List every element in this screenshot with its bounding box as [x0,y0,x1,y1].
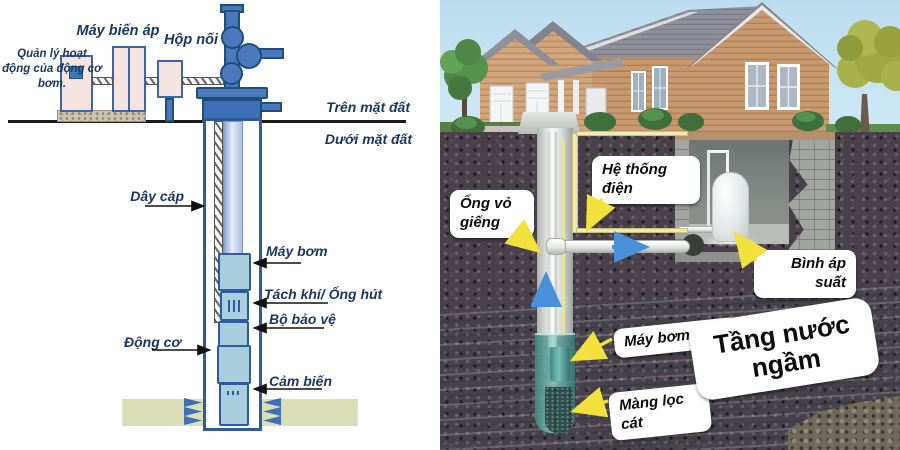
label-pump: Máy bơm [266,243,328,259]
separator-slot [238,300,240,312]
controller-window [69,66,83,79]
window-main-2 [652,66,668,110]
label-transformer: Máy biến áp [76,23,160,39]
pump-bracket [545,355,550,371]
label-air-separator: Tách khí/ Ống hút [264,286,383,302]
label-motor: Động cơ [124,334,181,350]
label-sensor: Cảm biến [269,373,333,389]
power-cable-run [145,77,158,85]
label-cable: Dây cáp [130,188,184,204]
label-above-ground: Trên mặt đất [326,99,410,115]
callout-well-casing: Ống vỏ giếng [450,190,534,238]
electrical-conduit-top [576,131,688,136]
main-roof [532,6,764,66]
well-flange-nub [260,102,282,112]
sensor-dot [237,391,239,395]
power-cable-run [182,77,224,85]
window-gable-1 [745,62,769,110]
house-illustration [440,2,900,140]
well-casing-schematic [203,118,262,431]
porch-post-1 [558,80,564,116]
schematic-panel: Quản lý hoạt động của động cơ bơm. Máy b… [0,0,440,450]
basement-sill [675,132,835,140]
tank-pipe-down [707,150,710,230]
inner-power-cable [562,140,565,336]
front-door [585,87,607,117]
drop-pipe [223,121,243,255]
equipment-pad [57,110,146,122]
sand-filter-screen [545,387,573,433]
water-supply-pipe [552,240,690,253]
label-below-ground: Dưới mặt đất [324,131,412,147]
junction-stem [165,98,174,122]
transformer-box [112,46,146,112]
sensor-dot [227,391,229,395]
valve-ball-top [221,26,244,49]
sensor-dot [232,391,234,395]
separator-slot [228,300,230,312]
protector-unit [218,321,249,347]
callout-electrical-system: Hệ thống điện [592,156,700,204]
callout-pressure-tank: Bình áp suất [754,250,856,298]
electrical-conduit-bottom [576,228,688,233]
valve-ball-middle [236,43,262,69]
porch-roof [540,58,624,81]
power-cable-run [92,77,113,85]
left-tree [440,39,488,134]
air-separator-unit [220,291,249,321]
pump-unit [218,253,251,291]
window-main-1 [631,71,646,112]
right-tree [837,20,900,136]
label-protector: Bộ bảo vệ [269,311,336,327]
submersible-pump-body [550,347,570,381]
separator-slot [233,300,235,312]
valve-ball-bottom [220,62,243,85]
well-flange-top [196,87,268,99]
sensor-unit [219,383,249,426]
transformer-divider [128,48,130,110]
pipe-elbow [546,238,566,255]
illustration-panel: Ống vỏ giếng Hệ thống điện Bình áp suất … [440,0,900,450]
label-junction-box: Hộp nối [164,32,218,48]
tank-pipe-up [726,150,729,174]
pressure-tank [712,172,749,242]
label-controller-note: Quản lý hoạt động của động cơ bơm. [2,48,102,90]
porch-post-2 [573,80,579,114]
window-gable-2 [777,64,800,110]
motor-unit [217,345,251,384]
junction-box [157,60,183,98]
controller-box [60,55,93,112]
wellhead-outlet-pipe [259,48,284,59]
electrical-conduit-vertical [572,133,578,233]
tank-pipe-across [707,150,729,153]
